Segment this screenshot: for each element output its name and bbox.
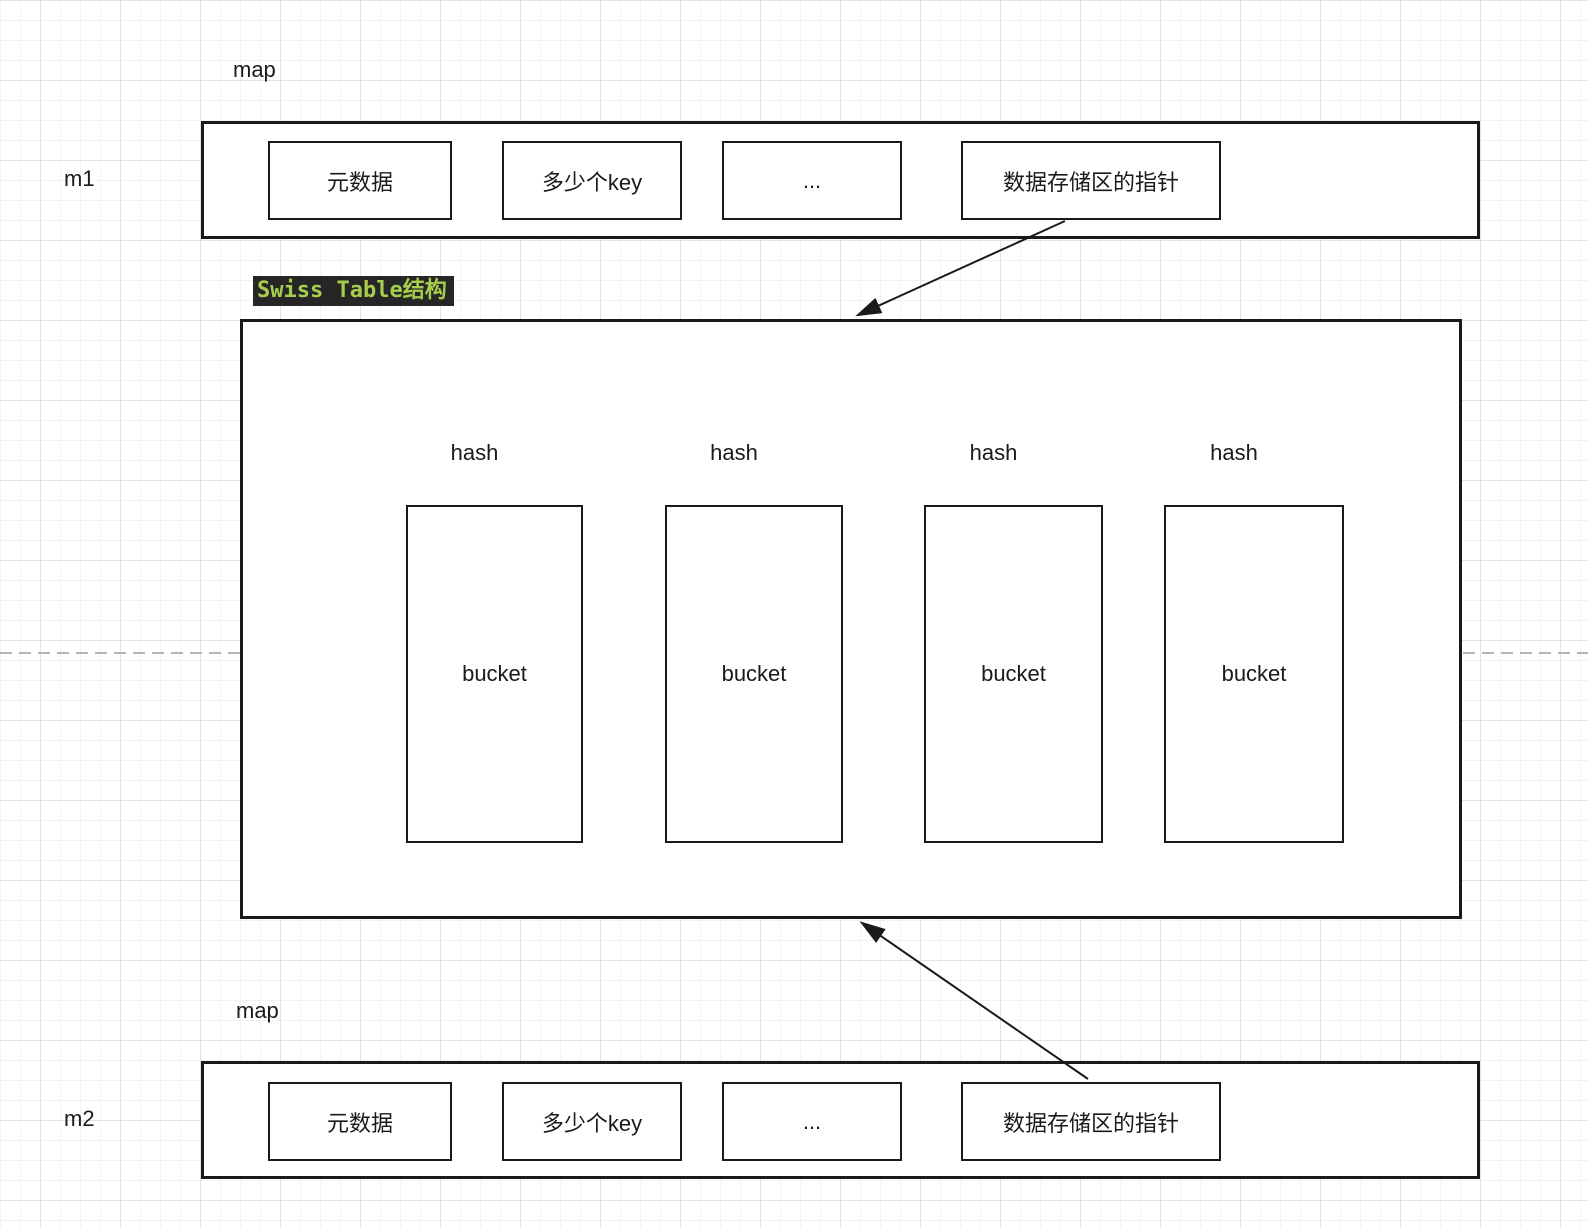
m1-box-data-pointer: 数据存储区的指针 bbox=[961, 141, 1221, 220]
m1-struct-rect: 元数据 多少个key ... 数据存储区的指针 bbox=[201, 121, 1480, 239]
bucket-3: bucket bbox=[924, 505, 1103, 843]
m2-map-label: map bbox=[236, 998, 279, 1023]
hash-label-1: hash bbox=[450, 440, 499, 465]
m1-box-metadata: 元数据 bbox=[268, 141, 452, 220]
m1-box-keycount: 多少个key bbox=[502, 141, 682, 220]
m1-map-label: map bbox=[233, 57, 276, 82]
m2-box-ellipsis: ... bbox=[722, 1082, 902, 1161]
bucket-1: bucket bbox=[406, 505, 583, 843]
m2-struct-rect: 元数据 多少个key ... 数据存储区的指针 bbox=[201, 1061, 1480, 1179]
bucket-4: bucket bbox=[1164, 505, 1344, 843]
swiss-table-badge: Swiss Table结构 bbox=[253, 276, 454, 306]
bucket-2: bucket bbox=[665, 505, 843, 843]
m2-box-data-pointer: 数据存储区的指针 bbox=[961, 1082, 1221, 1161]
m2-box-keycount: 多少个key bbox=[502, 1082, 682, 1161]
m2-pointer-arrow bbox=[859, 921, 1089, 1080]
swiss-table-rect: hash hash hash hash bucket bucket bucket… bbox=[240, 319, 1462, 919]
hash-label-3: hash bbox=[969, 440, 1018, 465]
hash-label-2: hash bbox=[710, 440, 758, 465]
m1-box-ellipsis: ... bbox=[722, 141, 902, 220]
m2-box-metadata: 元数据 bbox=[268, 1082, 452, 1161]
hash-label-4: hash bbox=[1210, 440, 1258, 465]
m1-name-label: m1 bbox=[64, 166, 95, 191]
m2-name-label: m2 bbox=[64, 1106, 95, 1131]
